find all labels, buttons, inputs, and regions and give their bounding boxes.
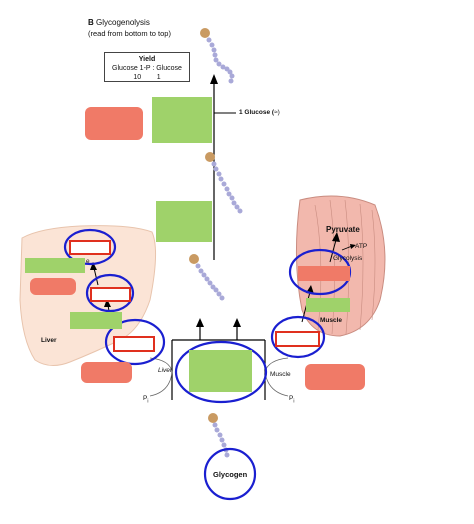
pi-left-label: Pi (143, 395, 148, 404)
circle-center (174, 340, 268, 404)
atp-label: ATP (355, 243, 368, 250)
green-box-liver-top (25, 258, 85, 273)
red-box-liver-lower (81, 362, 132, 383)
glycolysis-label: Glycolysis (333, 255, 363, 262)
green-box-top (152, 97, 212, 143)
red-box-right (305, 364, 365, 390)
arrowhead-top (210, 74, 218, 84)
pi-left-sub: i (147, 398, 149, 405)
circle-liver-bottom (104, 318, 166, 366)
liver-partial-letter: e (86, 258, 90, 265)
muscle-organ-label: Muscle (320, 317, 343, 324)
glycogen-label: Glycogen (213, 470, 248, 479)
green-box-liver-bottom (70, 312, 122, 329)
circle-muscle-bottom (270, 315, 326, 359)
red-outline-box-liver-bottom (113, 336, 155, 352)
glucose-chain-lower (189, 254, 225, 301)
circle-glycogen (203, 447, 257, 501)
figure-title: B Glycogenolysis (88, 18, 150, 28)
red-box-liver (30, 278, 76, 295)
pi-right-sub: i (293, 398, 295, 405)
arrowhead-right-branch (233, 318, 241, 327)
green-box-muscle (306, 298, 350, 312)
red-outline-box-liver-top (69, 240, 111, 255)
glucose-chain-bottom (208, 413, 230, 458)
red-outline-box-liver-mid (90, 287, 131, 302)
one-glucose-text: 1 Glucose ( (239, 109, 275, 116)
red-box-muscle (298, 266, 350, 281)
figure-subtitle: (read from bottom to top) (88, 29, 171, 38)
figure-title-letter: B (88, 18, 94, 27)
glucose-chain-top (200, 28, 235, 84)
yield-values: 10 1 (133, 74, 161, 81)
green-box-center (189, 350, 252, 392)
yield-box: Yield Glucose 1-P : Glucose 10 1 (104, 52, 190, 82)
one-glucose-label: 1 Glucose (≈) (239, 109, 280, 116)
yield-title: Yield (138, 56, 156, 63)
red-outline-box-muscle (275, 331, 320, 347)
red-box-top-left (85, 107, 143, 140)
yield-ratio-label: Glucose 1-P : Glucose (112, 65, 182, 72)
muscle-branch-label: Muscle (270, 371, 291, 378)
circle-liver-mid (85, 273, 135, 313)
pi-left-text: P (143, 395, 148, 402)
liver-organ-label: Liver (41, 337, 57, 344)
glucose-chain-middle (205, 152, 243, 214)
pi-left-curve (149, 357, 173, 397)
pi-right-text: P (289, 395, 294, 402)
figure-title-text: Glycogenolysis (96, 18, 150, 27)
circle-liver-top (63, 228, 117, 266)
arrowhead-left-branch (196, 318, 204, 327)
green-box-middle (156, 201, 212, 242)
pi-right-label: Pi (289, 395, 294, 404)
pyruvate-label: Pyruvate (326, 225, 360, 234)
blue-circle-group (63, 228, 352, 501)
circle-muscle-top (288, 248, 352, 296)
liver-branch-label: Liver (158, 367, 173, 374)
